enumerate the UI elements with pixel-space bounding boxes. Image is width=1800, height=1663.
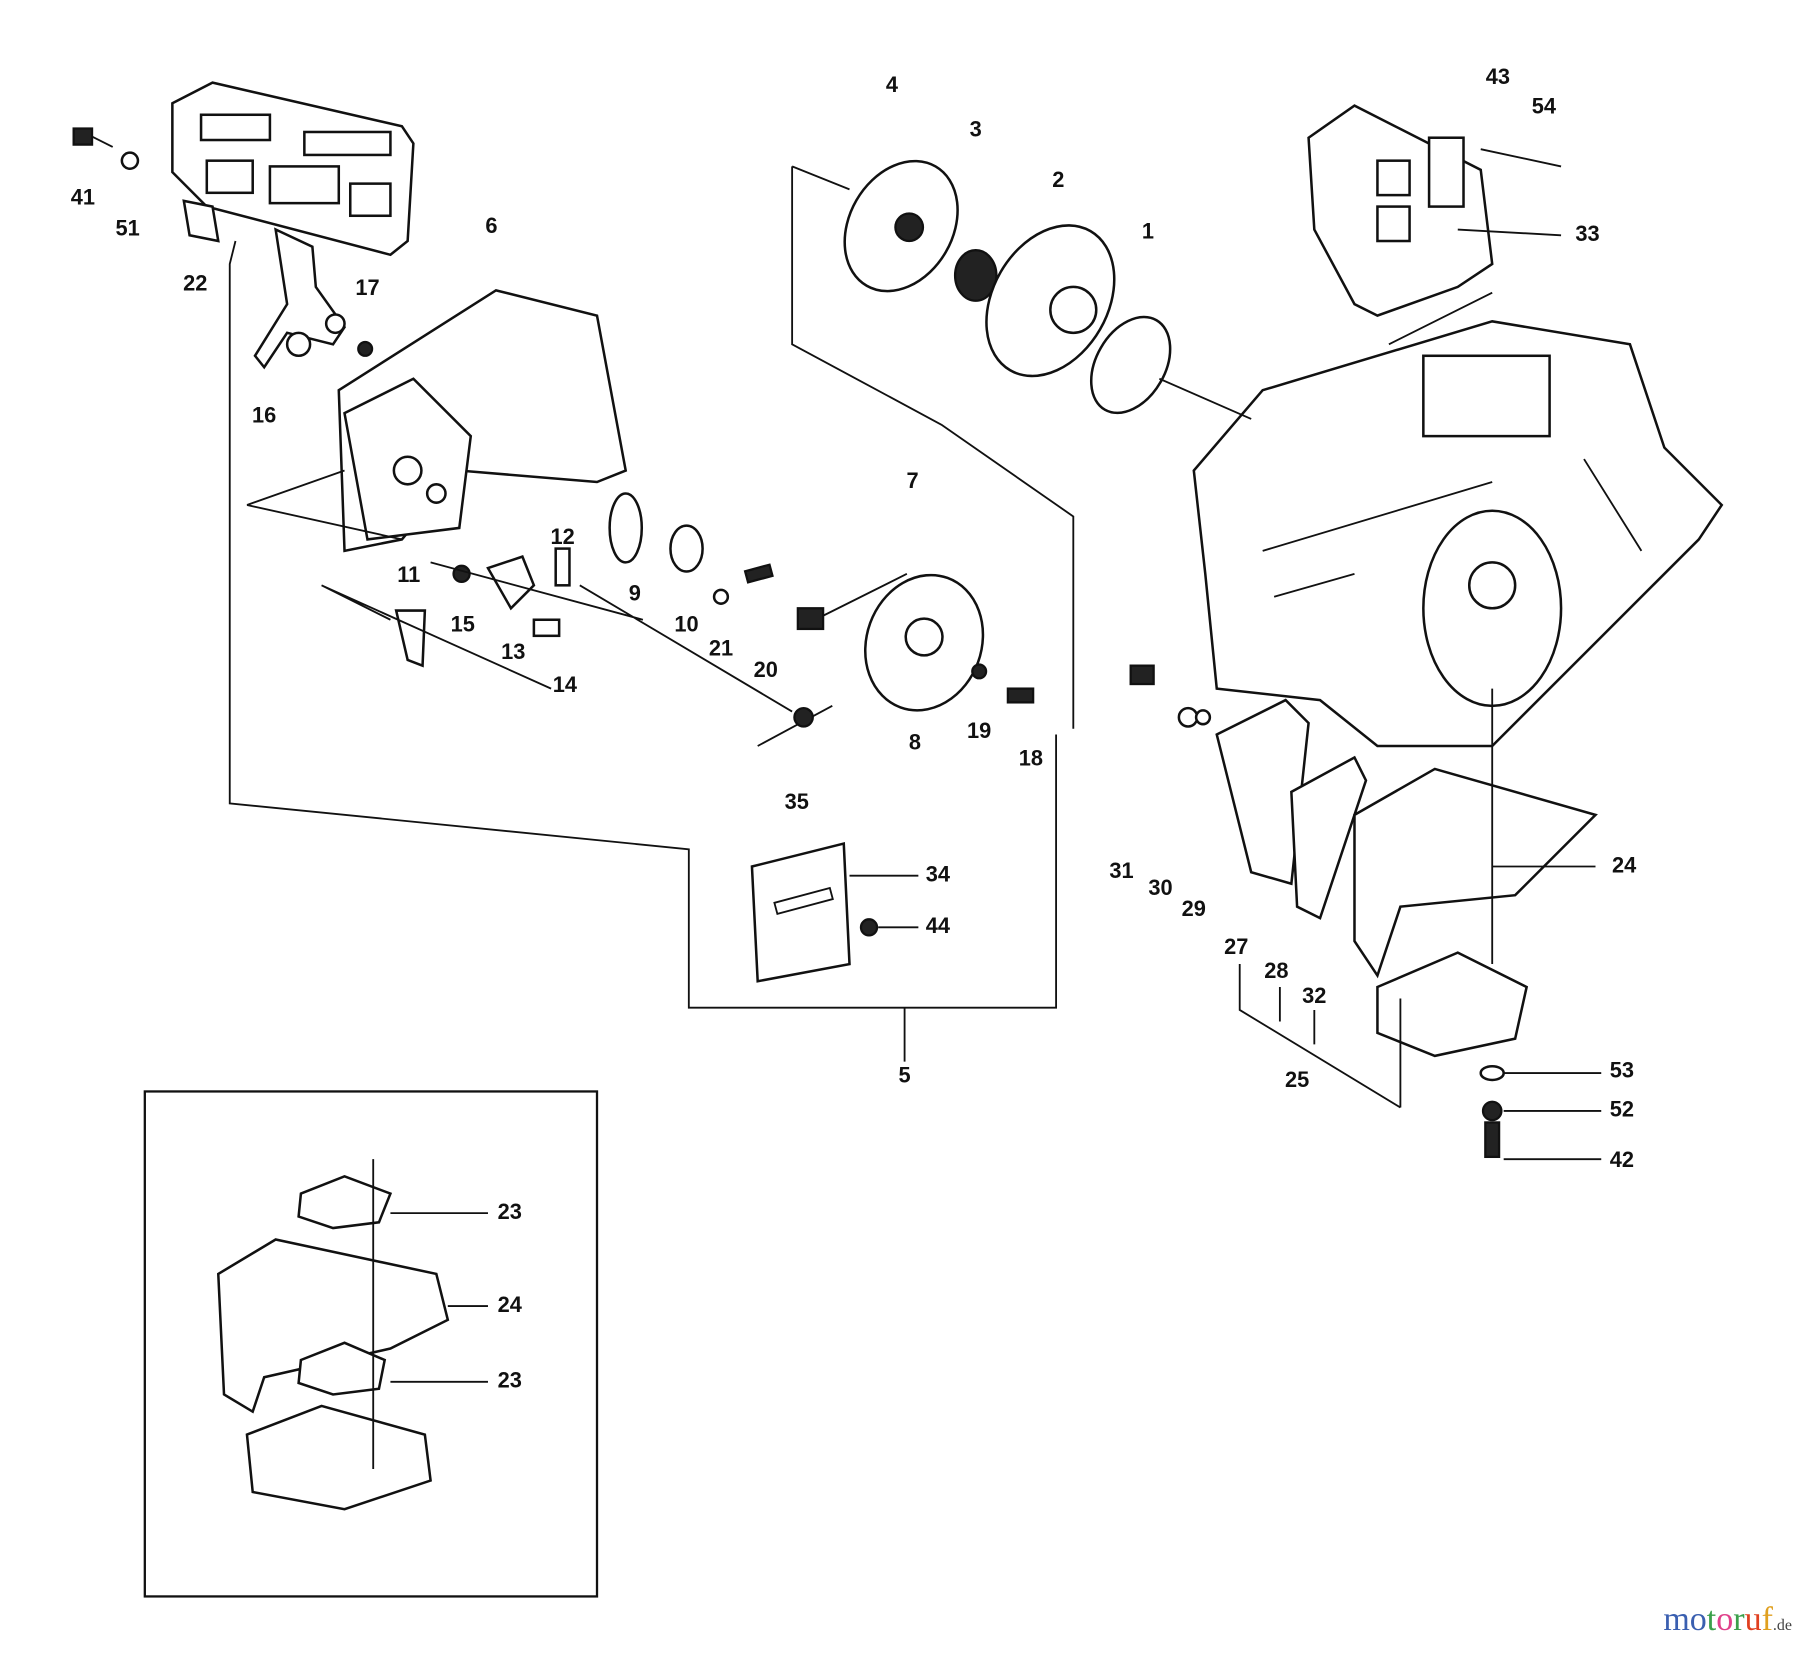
label-53: 53 (1610, 1058, 1634, 1083)
watermark-logo: motoruf.de (1663, 1600, 1792, 1646)
label-21: 21 (709, 635, 733, 660)
label-15: 15 (451, 611, 475, 636)
clutch-drum-group (843, 159, 1172, 415)
screw-41 (72, 127, 114, 148)
label-12: 12 (550, 524, 574, 549)
chain-brake-guard (171, 81, 415, 257)
label-13: 13 (501, 639, 525, 664)
label-23-top: 23 (498, 1199, 522, 1224)
label-44: 44 (926, 913, 950, 938)
label-25: 25 (1285, 1067, 1309, 1092)
label-41: 41 (71, 184, 95, 209)
label-8: 8 (909, 729, 921, 754)
label-24-inset: 24 (498, 1292, 522, 1317)
brake-band (757, 573, 1035, 747)
clutch-spring-group (394, 492, 774, 668)
label-35: 35 (785, 789, 809, 814)
sprocket-cover (337, 289, 628, 553)
label-28: 28 (1264, 958, 1288, 983)
label-11: 11 (397, 562, 420, 587)
label-2: 2 (1052, 167, 1064, 192)
label-30: 30 (1148, 875, 1172, 900)
label-9: 9 (629, 580, 641, 605)
label-27: 27 (1224, 934, 1248, 959)
brake-lever (253, 227, 347, 370)
label-31: 31 (1109, 858, 1133, 883)
inset-box (143, 1090, 599, 1598)
label-10: 10 (674, 611, 698, 636)
label-4: 4 (886, 72, 898, 97)
label-54: 54 (1532, 94, 1556, 119)
label-14: 14 (553, 672, 577, 697)
label-29: 29 (1182, 896, 1206, 921)
muffler-assembly (1129, 664, 1598, 1159)
label-18: 18 (1019, 746, 1043, 771)
label-20: 20 (754, 657, 778, 682)
label-42: 42 (1610, 1147, 1634, 1172)
watermark-letter: r (1733, 1601, 1745, 1638)
air-filter-cover (1307, 104, 1494, 317)
watermark-letter: o (1716, 1601, 1734, 1638)
label-22: 22 (183, 270, 207, 295)
label-51: 51 (115, 215, 139, 240)
label-33: 33 (1575, 221, 1599, 246)
label-3: 3 (970, 117, 982, 142)
label-5: 5 (899, 1062, 911, 1087)
label-24: 24 (1612, 852, 1636, 877)
label-23-bottom: 23 (498, 1368, 522, 1393)
watermark-letter: u (1744, 1601, 1762, 1638)
washer-51 (120, 151, 140, 170)
part-number-labels: 41 51 22 6 17 16 4 3 2 1 43 54 33 7 12 1… (71, 64, 1637, 1393)
label-34: 34 (926, 861, 950, 886)
watermark-suffix: .de (1772, 1617, 1792, 1634)
leader-lines (228, 148, 1602, 1161)
crankcase (1192, 320, 1724, 748)
nut-17 (357, 340, 374, 357)
label-6: 6 (485, 213, 497, 238)
label-19: 19 (967, 718, 991, 743)
guide-bar-plate (750, 841, 879, 983)
watermark-letter: o (1689, 1601, 1707, 1638)
label-52: 52 (1610, 1097, 1634, 1122)
label-43: 43 (1486, 64, 1510, 89)
label-32: 32 (1302, 983, 1326, 1008)
watermark-letter: t (1706, 1601, 1717, 1638)
watermark-letter: m (1663, 1601, 1690, 1638)
watermark-letter: f (1761, 1601, 1773, 1638)
label-17: 17 (355, 275, 379, 300)
label-1: 1 (1142, 219, 1154, 244)
label-16: 16 (252, 402, 276, 427)
label-7: 7 (907, 468, 919, 493)
